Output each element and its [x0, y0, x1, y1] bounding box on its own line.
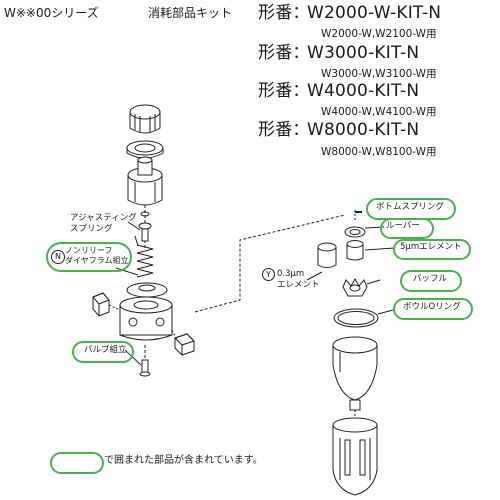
highlight-element-5um — [393, 239, 471, 260]
diaphragm — [126, 282, 168, 298]
label-diaphragm-line1: ノンリリーフ — [65, 246, 113, 255]
regulator-body — [119, 296, 173, 341]
element-03um — [317, 242, 337, 268]
label-bowl-o-ring: ボウルOリング — [403, 302, 461, 312]
highlight-louver — [380, 218, 434, 239]
model-applies-2: W3000-W,W3100-W用 — [321, 68, 437, 80]
label-valve: バルブ組立 — [84, 345, 127, 355]
element-5um — [346, 240, 364, 261]
highlight-baffle — [400, 270, 462, 292]
highlight-valve — [72, 341, 134, 363]
label-element-03-line1: 0.3μm — [277, 269, 305, 279]
filter-bowl — [332, 336, 378, 420]
model-code-2: W3000-KIT-N — [307, 43, 420, 63]
model-prefix-1: 形番： — [258, 3, 310, 23]
gauge-port-right — [174, 333, 195, 356]
model-code-4: W8000-KIT-N — [307, 120, 420, 140]
kit-title: 消耗部品キット — [148, 6, 233, 20]
label-bottom-spring: ボトムスプリング — [376, 202, 445, 212]
y-marker: Y — [262, 268, 275, 281]
gauge-port-left — [92, 292, 110, 317]
label-baffle: バッフル — [413, 274, 448, 284]
baffle — [342, 277, 368, 297]
regulator-knob — [129, 104, 161, 134]
model-applies-1: W2000-W,W2100-W用 — [321, 28, 437, 40]
model-code-1: W2000-W-KIT-N — [307, 3, 442, 23]
label-element-03-line2: エレメント — [277, 280, 320, 290]
label-louver: ルーバー — [386, 221, 420, 231]
bowl-guard — [332, 417, 378, 496]
valve — [139, 345, 151, 377]
label-element-5um: 5μmエレメント — [400, 242, 462, 252]
highlight-diaphragm — [46, 242, 132, 272]
model-code-3: W4000-KIT-N — [307, 81, 420, 101]
model-prefix-2: 形番： — [258, 43, 310, 63]
adjusting-spring — [136, 244, 154, 278]
bonnet — [127, 156, 163, 206]
highlight-bowl-o-ring — [393, 298, 473, 320]
legend-highlight-sample — [50, 452, 104, 474]
label-diaphragm-line2: ダイヤフラム組立 — [65, 256, 129, 265]
lock-ring — [126, 140, 164, 159]
model-applies-3: W4000-W,W4100-W用 — [321, 106, 437, 118]
model-applies-4: W8000-W,W8100-W用 — [321, 146, 437, 158]
series-title: W※※00シリーズ — [4, 6, 99, 20]
label-adjusting-spring-line2: スプリング — [70, 224, 113, 234]
model-prefix-4: 形番： — [258, 120, 310, 140]
louver — [344, 226, 366, 238]
n-marker: N — [51, 250, 65, 264]
label-adjusting-spring-line1: アジャスティング — [70, 213, 137, 223]
model-prefix-3: 形番： — [258, 81, 310, 101]
legend-text: で囲まれた部品が含まれています。 — [104, 455, 263, 466]
bowl-o-ring — [333, 308, 379, 328]
